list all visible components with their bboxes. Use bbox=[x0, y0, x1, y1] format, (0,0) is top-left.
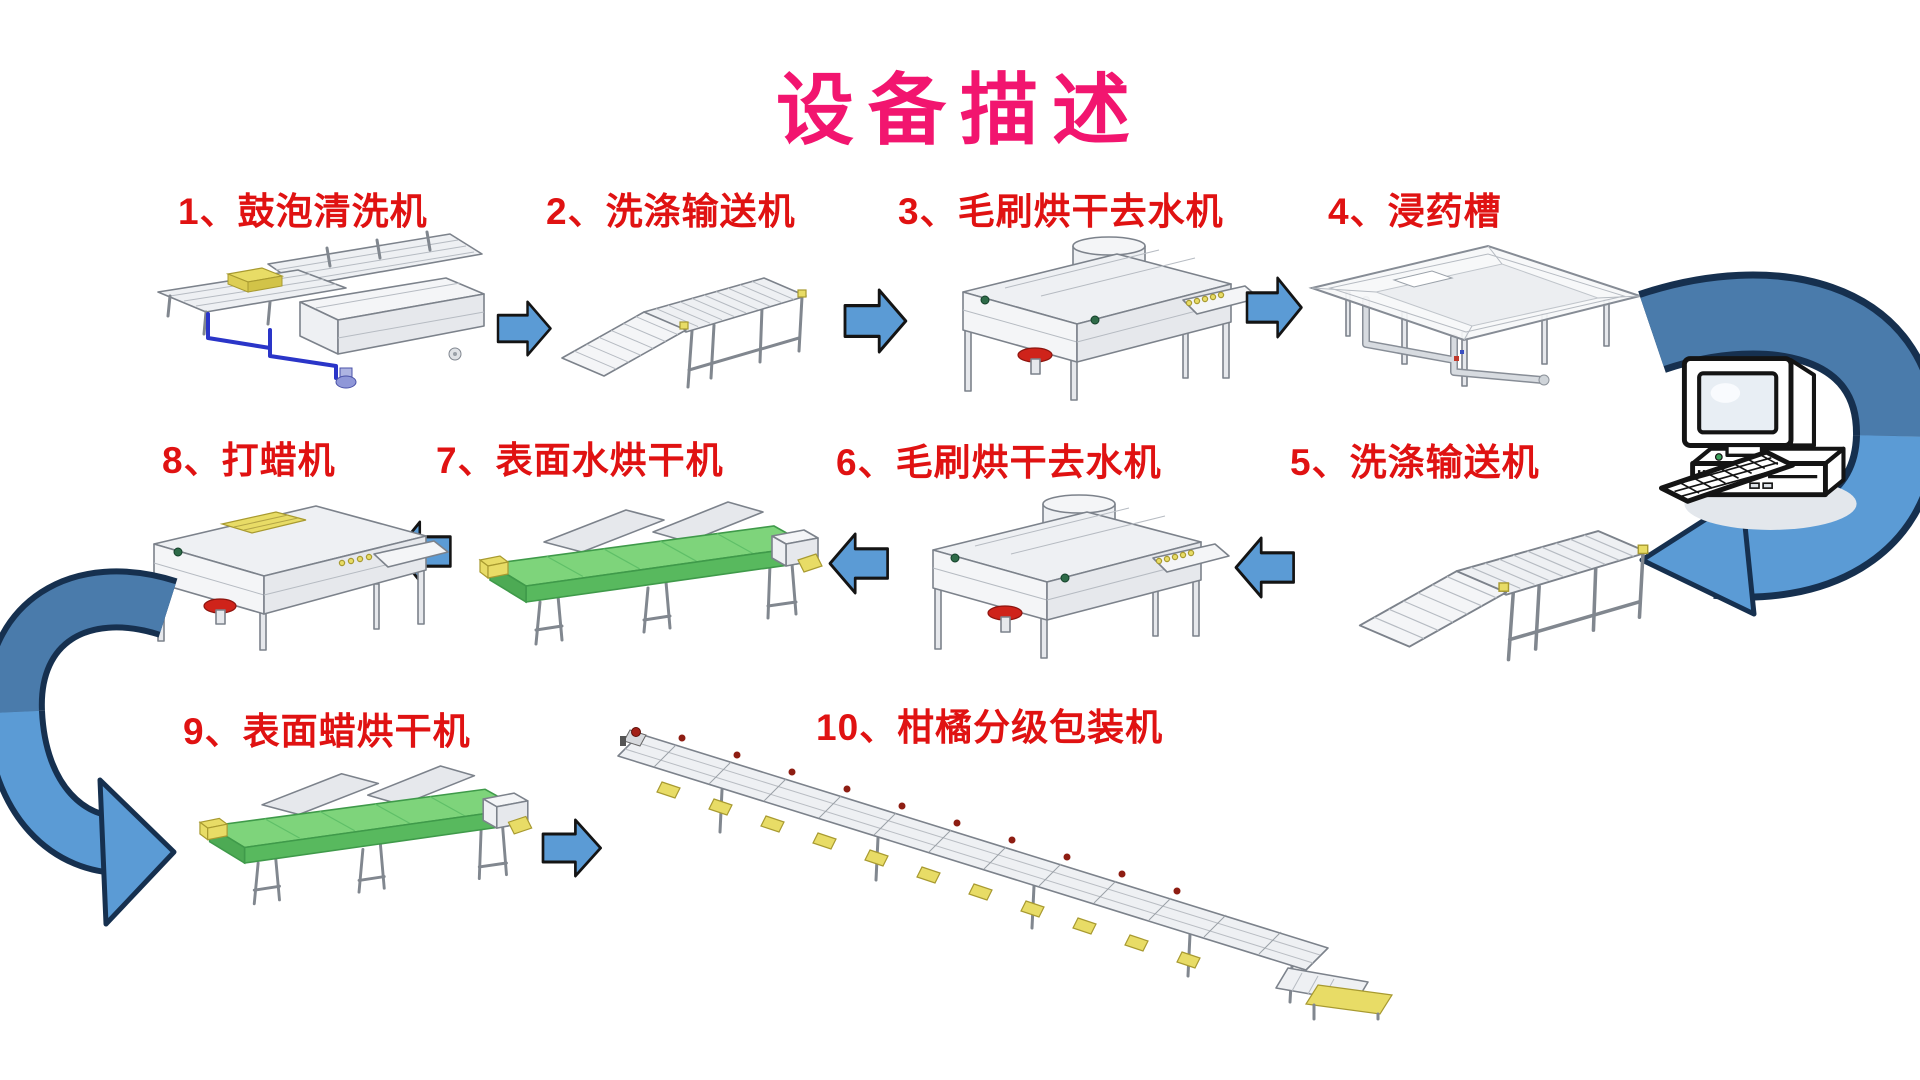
step-label-8: 8、打蜡机 bbox=[162, 440, 336, 481]
keyboard-icon bbox=[1658, 449, 1796, 504]
flow-arrow-1-2 bbox=[496, 300, 552, 357]
machine-6-brush-dryer bbox=[932, 494, 1230, 659]
page-title: 设备描述 bbox=[775, 66, 1145, 154]
flow-arrow-3-4 bbox=[1245, 276, 1303, 339]
u-turn-arrow-right bbox=[1638, 271, 1920, 617]
flow-arrow-6-7 bbox=[828, 532, 890, 595]
step-label-10: 10、柑橘分级包装机 bbox=[816, 707, 1164, 748]
grader-outlet-trays bbox=[656, 781, 1201, 969]
step-label-6: 6、毛刷烘干去水机 bbox=[836, 442, 1162, 483]
machine-7-surface-water-dryer bbox=[478, 500, 824, 646]
flow-arrow-5-6 bbox=[1234, 536, 1296, 599]
step-label-2: 2、洗涤输送机 bbox=[546, 191, 796, 232]
desktop-computer-icon bbox=[1658, 356, 1857, 530]
machine-2-washing-conveyor bbox=[560, 276, 808, 389]
machine-8-waxing-machine bbox=[153, 505, 449, 651]
step-label-5: 5、洗涤输送机 bbox=[1290, 442, 1540, 483]
flow-arrow-2-3 bbox=[843, 288, 908, 354]
machine-5-washing-conveyor bbox=[1358, 529, 1650, 662]
step-label-3: 3、毛刷烘干去水机 bbox=[898, 191, 1224, 232]
u-turn-arrow-left bbox=[0, 568, 178, 927]
step-label-1: 1、鼓泡清洗机 bbox=[178, 191, 428, 232]
step-label-7: 7、表面水烘干机 bbox=[436, 440, 724, 481]
step-label-9: 9、表面蜡烘干机 bbox=[183, 711, 471, 752]
machine-9-surface-wax-dryer bbox=[198, 764, 534, 906]
machine-10-grading-packing-line bbox=[617, 727, 1394, 1021]
grader-drive-motors bbox=[678, 734, 1181, 895]
flow-arrow-9-10 bbox=[541, 818, 603, 878]
machine-3-brush-dryer bbox=[962, 236, 1260, 401]
machine-1-bubble-washing-machine bbox=[157, 230, 485, 389]
step-label-4: 4、浸药槽 bbox=[1328, 191, 1502, 232]
machine-4-dipping-tank bbox=[1308, 244, 1644, 387]
